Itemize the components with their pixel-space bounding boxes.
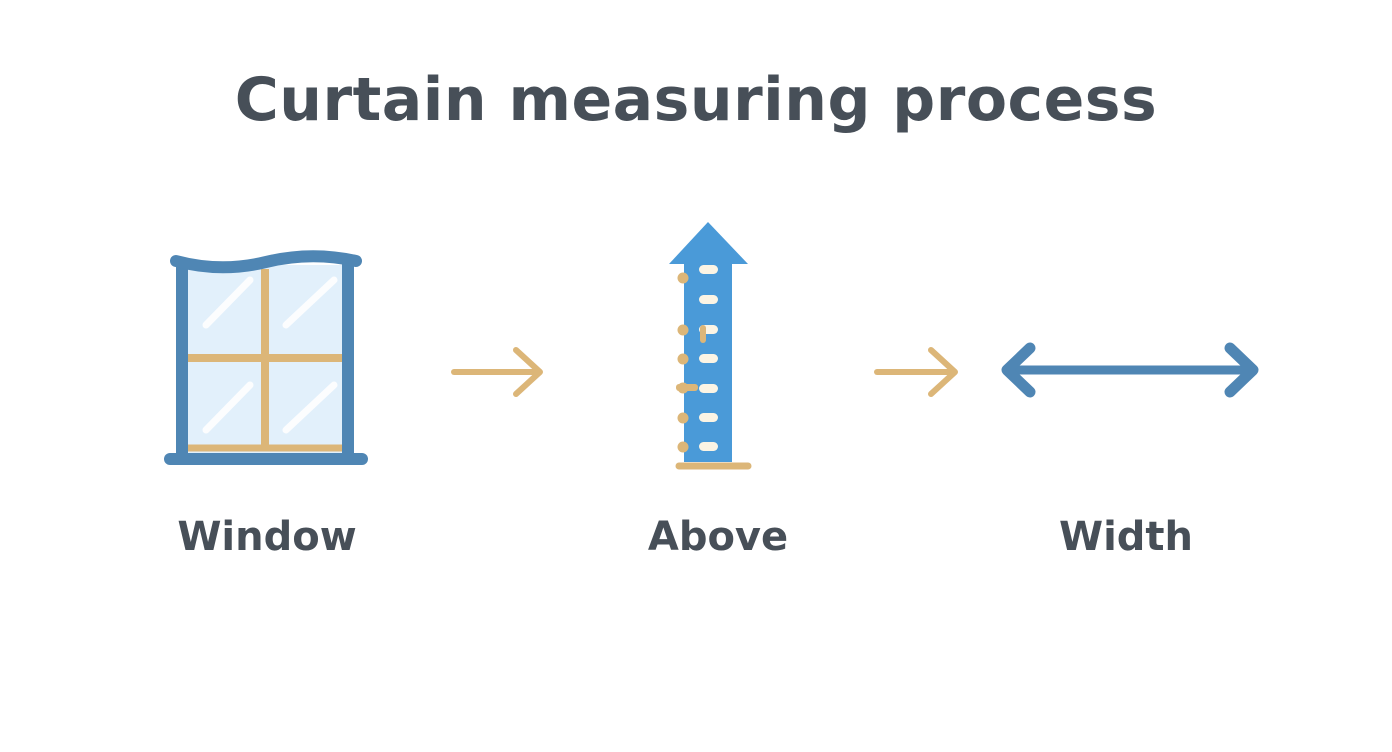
ruler-up-arrow-icon: [669, 222, 752, 470]
step-label-width: Width: [1058, 514, 1194, 560]
step-label-above: Above: [647, 514, 789, 560]
arrow-right-icon: [874, 347, 958, 397]
diagram-title: Curtain measuring process: [234, 65, 1158, 135]
double-arrow-icon: [1001, 342, 1259, 398]
window-icon: [164, 250, 368, 465]
step-label-window: Window: [177, 514, 357, 560]
arrow-right-icon: [451, 347, 543, 397]
